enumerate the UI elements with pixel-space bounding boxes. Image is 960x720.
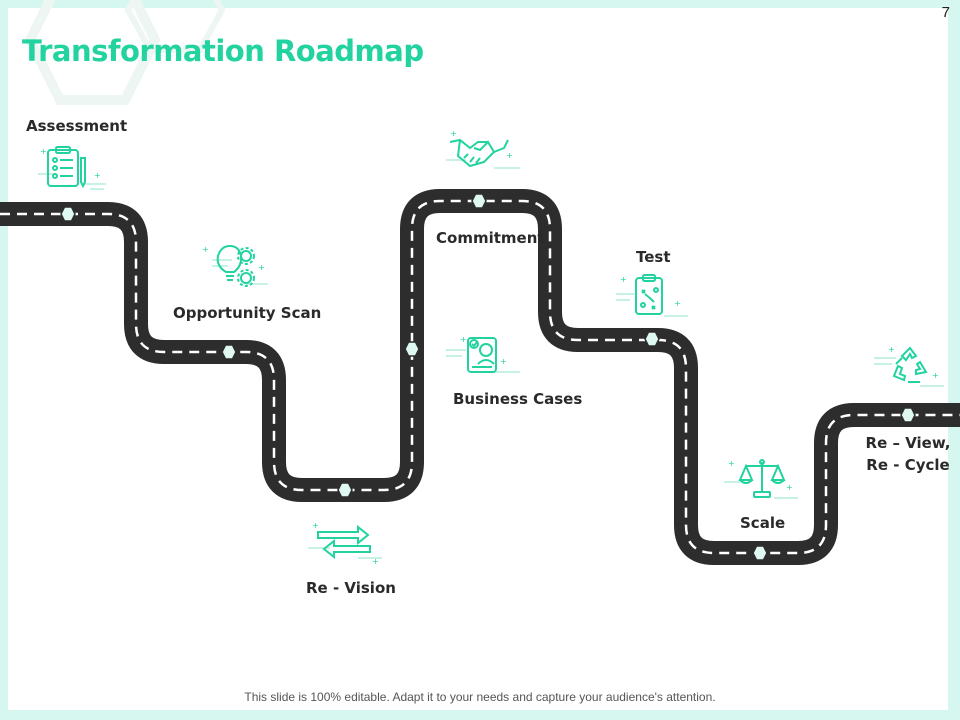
milestone-marker xyxy=(404,341,420,357)
svg-text:+: + xyxy=(460,335,467,344)
svg-text:+: + xyxy=(372,557,379,564)
balance-scale-icon: ++ xyxy=(724,459,798,499)
svg-text:+: + xyxy=(728,459,735,468)
svg-text:+: + xyxy=(40,147,47,156)
recycle-icon: ++ xyxy=(874,345,944,387)
milestone-marker xyxy=(221,344,237,360)
re-vision-label: Re - Vision xyxy=(306,579,396,597)
milestone-marker xyxy=(60,206,76,222)
strategy-board-icon: ++ xyxy=(616,274,688,317)
page-number: 7 xyxy=(941,4,950,21)
svg-text:+: + xyxy=(500,357,507,366)
svg-text:+: + xyxy=(450,129,457,138)
business-cases-label: Business Cases xyxy=(453,390,583,408)
scale-label: Scale xyxy=(740,514,786,532)
svg-text:+: + xyxy=(620,275,627,284)
test-label: Test xyxy=(636,248,671,266)
commitment-label: Commitment xyxy=(436,229,545,247)
handshake-icon: ++ xyxy=(446,129,520,169)
opposite-arrows-icon: ++ xyxy=(308,521,382,564)
milestone-marker xyxy=(900,407,916,423)
svg-text:+: + xyxy=(932,371,939,380)
opportunity-scan-label: Opportunity Scan xyxy=(173,304,322,322)
milestone-marker xyxy=(752,545,768,561)
clipboard-checklist-icon: ++ xyxy=(38,146,106,190)
svg-text:+: + xyxy=(312,521,319,530)
milestone-marker xyxy=(471,193,487,209)
svg-text:+: + xyxy=(674,299,681,308)
milestone-marker xyxy=(644,331,660,347)
id-card-icon: ++ xyxy=(446,335,520,373)
milestone-marker xyxy=(337,482,353,498)
re-view-label: Re – View, xyxy=(865,434,951,452)
assessment-label: Assessment xyxy=(26,117,128,135)
lightbulb-gears-icon: ++ xyxy=(202,244,268,287)
footer-note: This slide is 100% editable. Adapt it to… xyxy=(244,690,716,704)
page-title: Transformation Roadmap xyxy=(22,34,424,68)
svg-text:+: + xyxy=(888,345,895,354)
svg-text:+: + xyxy=(506,151,513,160)
svg-text:+: + xyxy=(786,483,793,492)
svg-text:+: + xyxy=(202,245,209,254)
svg-text:+: + xyxy=(258,263,265,272)
svg-text:+: + xyxy=(94,171,101,180)
re-cycle-label: Re - Cycle xyxy=(866,456,950,474)
